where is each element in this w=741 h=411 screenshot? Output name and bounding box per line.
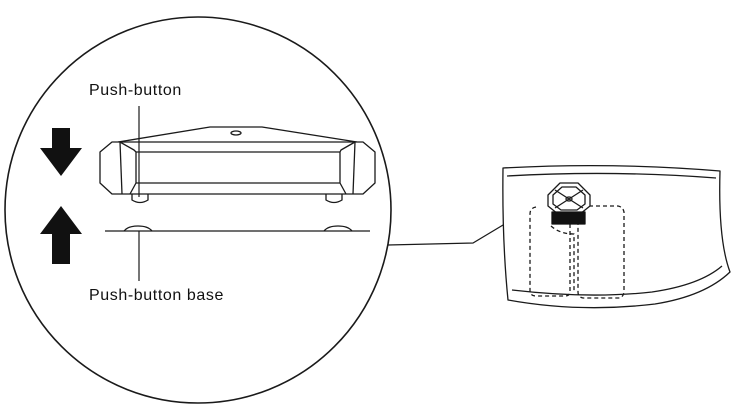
push-button-body bbox=[99, 126, 376, 204]
magnifier-circle bbox=[4, 16, 392, 404]
push-button-top-view bbox=[547, 182, 591, 225]
magnified-detail bbox=[4, 16, 392, 404]
arrow-up-icon bbox=[40, 206, 82, 264]
push-button-base bbox=[105, 225, 370, 232]
push-button-label: Push-button bbox=[89, 82, 182, 99]
installation-object bbox=[502, 164, 731, 309]
arrow-down-icon bbox=[40, 128, 82, 176]
push-button-base-label: Push-button base bbox=[89, 287, 225, 304]
pocket-right bbox=[577, 205, 625, 299]
push-button-base-top-view bbox=[551, 211, 586, 225]
